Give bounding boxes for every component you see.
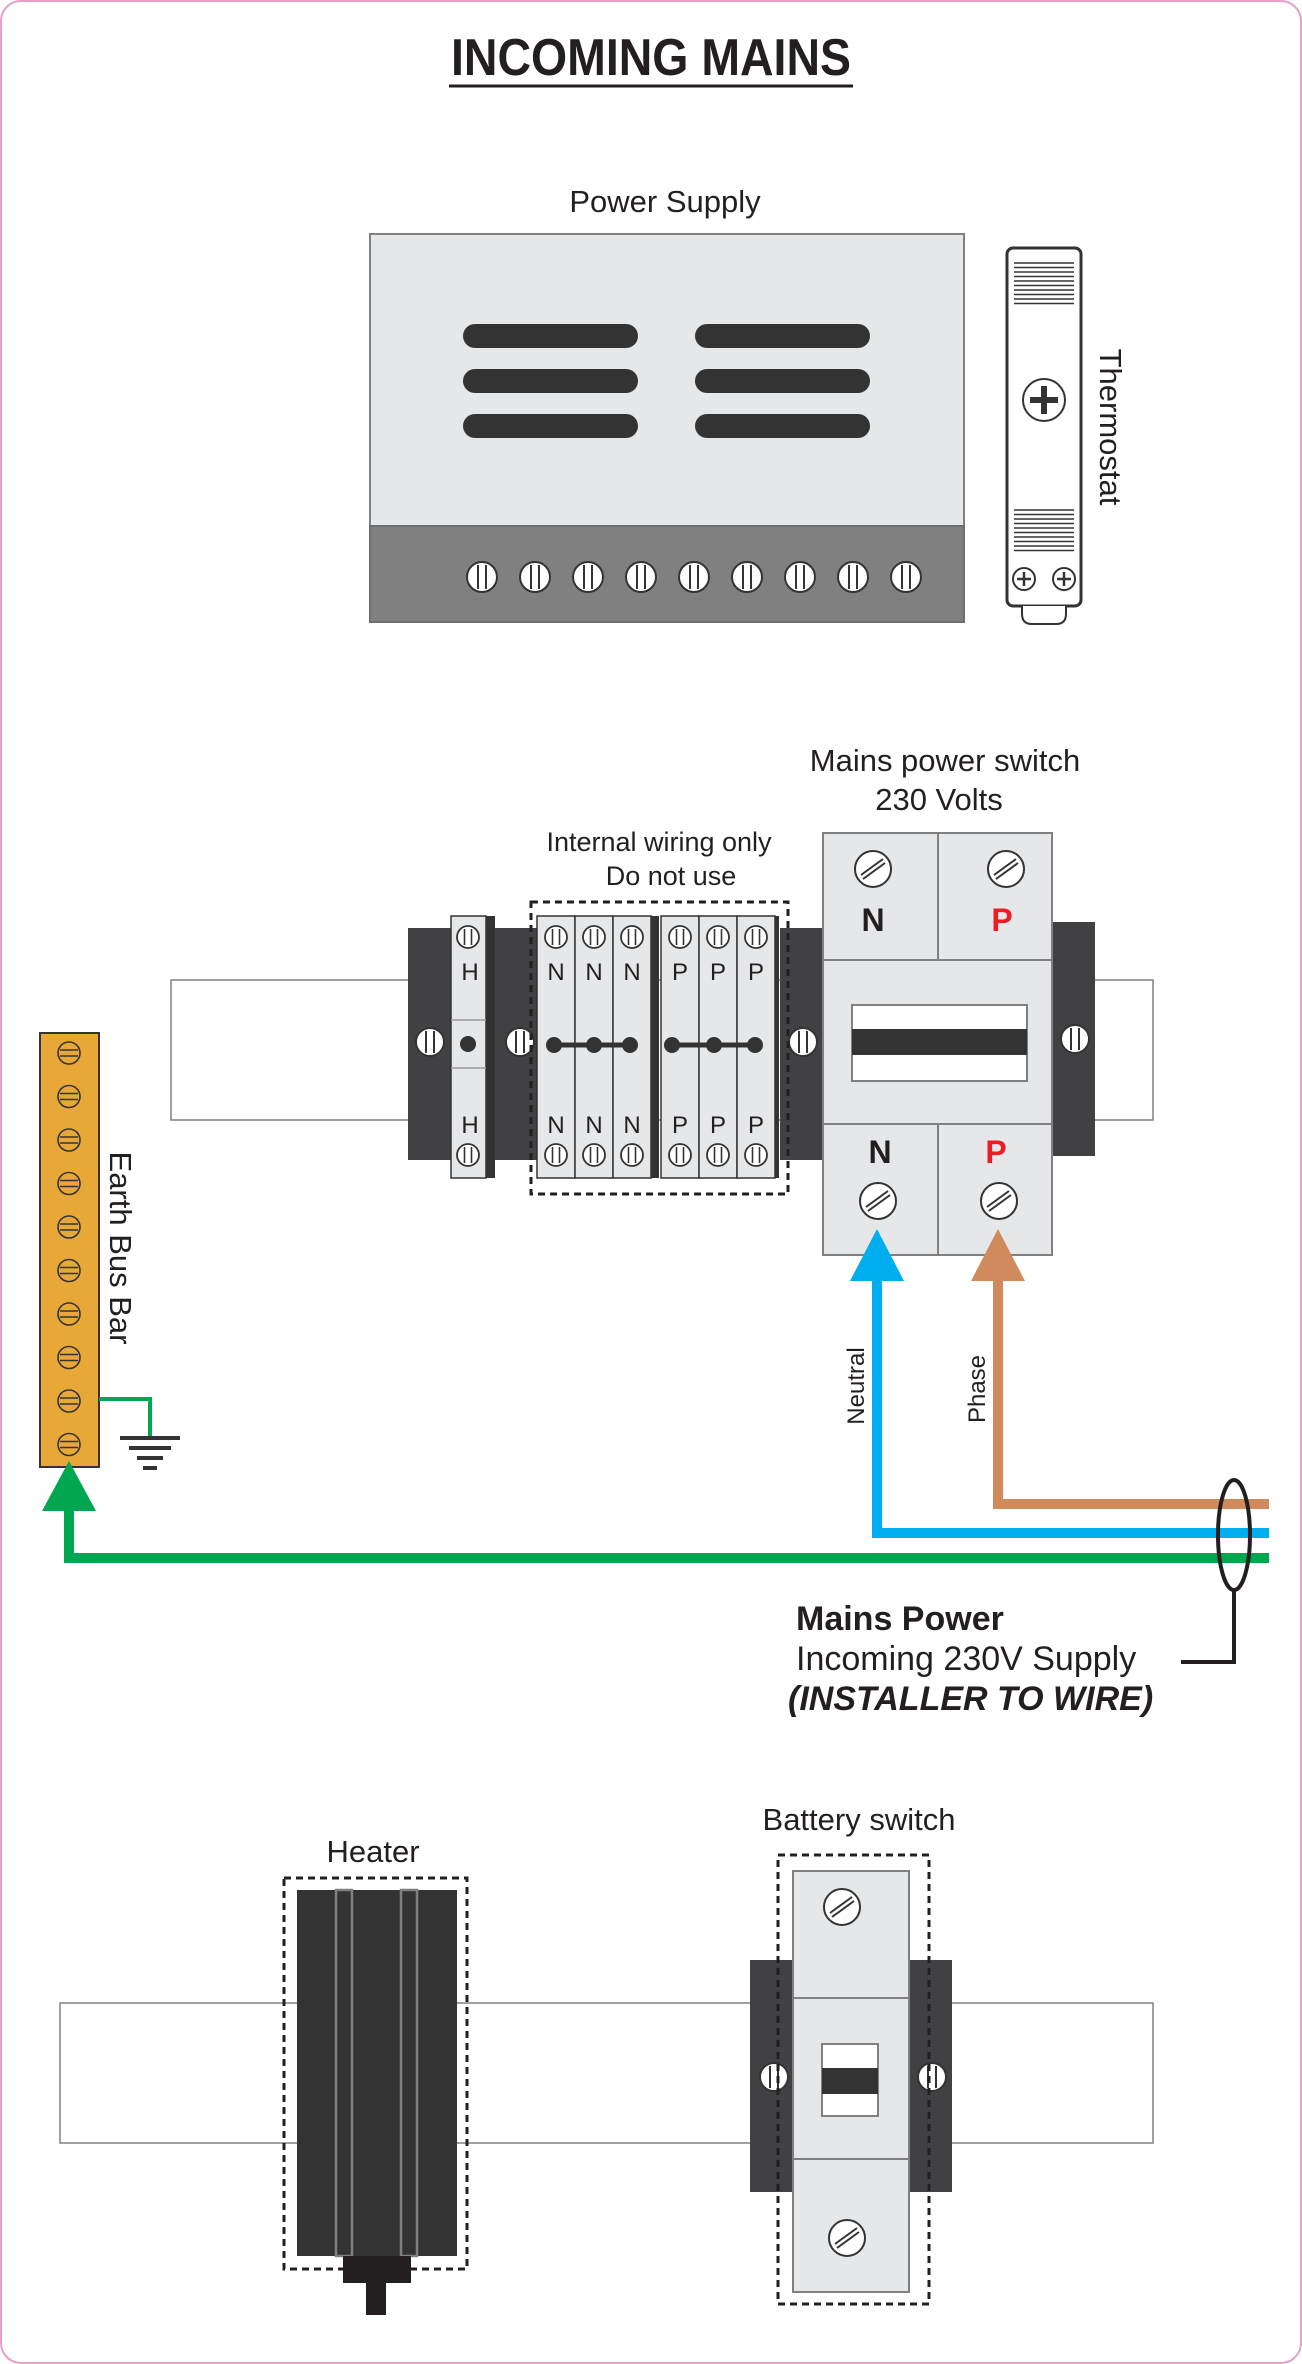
- wires: Neutral Phase: [42, 1229, 1269, 1664]
- terminal-p-top: P: [710, 959, 726, 986]
- switch-p-top: P: [991, 902, 1012, 938]
- mains-power-note: (INSTALLER TO WIRE): [788, 1680, 1153, 1718]
- heater-label: Heater: [326, 1834, 419, 1869]
- internal-wiring-line2: Do not use: [606, 861, 737, 891]
- switch-n-top: N: [861, 902, 884, 938]
- power-supply-terminal-screw: [466, 561, 498, 593]
- power-supply-terminal-screw: [731, 561, 763, 593]
- battery-switch-dashed-box: [776, 1853, 931, 2306]
- din-rail-lower: [59, 2002, 1154, 2144]
- internal-wiring-line1: Internal wiring only: [546, 827, 772, 857]
- phase-label: Phase: [964, 1355, 991, 1423]
- earth-wire: [64, 1500, 1269, 1563]
- power-supply-terminal-screw: [678, 561, 710, 593]
- phase-arrow: [971, 1229, 1025, 1281]
- battery-switch-label: Battery switch: [763, 1802, 956, 1837]
- terminal-n-bottom: N: [585, 1112, 602, 1139]
- terminal-n-top: N: [547, 959, 564, 986]
- mains-power-switch: Mains power switch 230 Volts N P N P: [810, 743, 1095, 1256]
- power-supply-label: Power Supply: [569, 184, 761, 219]
- terminal-n-bottom: N: [623, 1112, 640, 1139]
- terminal-n-top: N: [585, 959, 602, 986]
- thermostat-label: Thermostat: [1093, 349, 1128, 506]
- phase-wire: [993, 1270, 1269, 1509]
- terminal-p-top: P: [748, 959, 764, 986]
- power-supply-terminal-screw: [625, 561, 657, 593]
- power-supply-terminal-screw: [837, 561, 869, 593]
- mains-power-subtitle: Incoming 230V Supply: [796, 1640, 1136, 1678]
- earth-bus-bar: Earth Bus Bar: [39, 1032, 180, 1470]
- terminal-p-bottom: P: [672, 1112, 688, 1139]
- page-title: INCOMING MAINS: [451, 29, 851, 87]
- heater: Heater: [282, 1834, 469, 2315]
- terminal-h-top: H: [461, 959, 478, 986]
- internal-wiring-box: [529, 900, 790, 1196]
- mains-power-title: Mains Power: [796, 1600, 1004, 1638]
- heater-dashed-box: [282, 1876, 469, 2271]
- terminal-n-bottom: N: [547, 1112, 564, 1139]
- neutral-label: Neutral: [843, 1347, 870, 1424]
- earth-bus-bar-label: Earth Bus Bar: [103, 1152, 138, 1345]
- power-supply-terminal-screw: [519, 561, 551, 593]
- battery-switch: Battery switch: [750, 1802, 956, 2306]
- terminal-p-bottom: P: [710, 1112, 726, 1139]
- switch-n-bottom: N: [868, 1134, 891, 1170]
- power-supply-terminal-screw: [784, 561, 816, 593]
- terminal-p-bottom: P: [748, 1112, 764, 1139]
- earth-arrow: [42, 1461, 96, 1511]
- power-supply-terminal-screw: [890, 561, 922, 593]
- neutral-arrow: [850, 1229, 904, 1281]
- power-supply: Power Supply: [369, 184, 965, 623]
- terminal-n-top: N: [623, 959, 640, 986]
- thermostat: Thermostat: [1005, 246, 1128, 625]
- mains-switch-label-line2: 230 Volts: [875, 782, 1003, 817]
- terminal-p-top: P: [672, 959, 688, 986]
- terminal-h-bottom: H: [461, 1112, 478, 1139]
- power-supply-terminal-screw: [572, 561, 604, 593]
- neutral-wire: [872, 1270, 1269, 1538]
- mains-switch-label-line1: Mains power switch: [810, 743, 1080, 778]
- switch-p-bottom: P: [985, 1134, 1006, 1170]
